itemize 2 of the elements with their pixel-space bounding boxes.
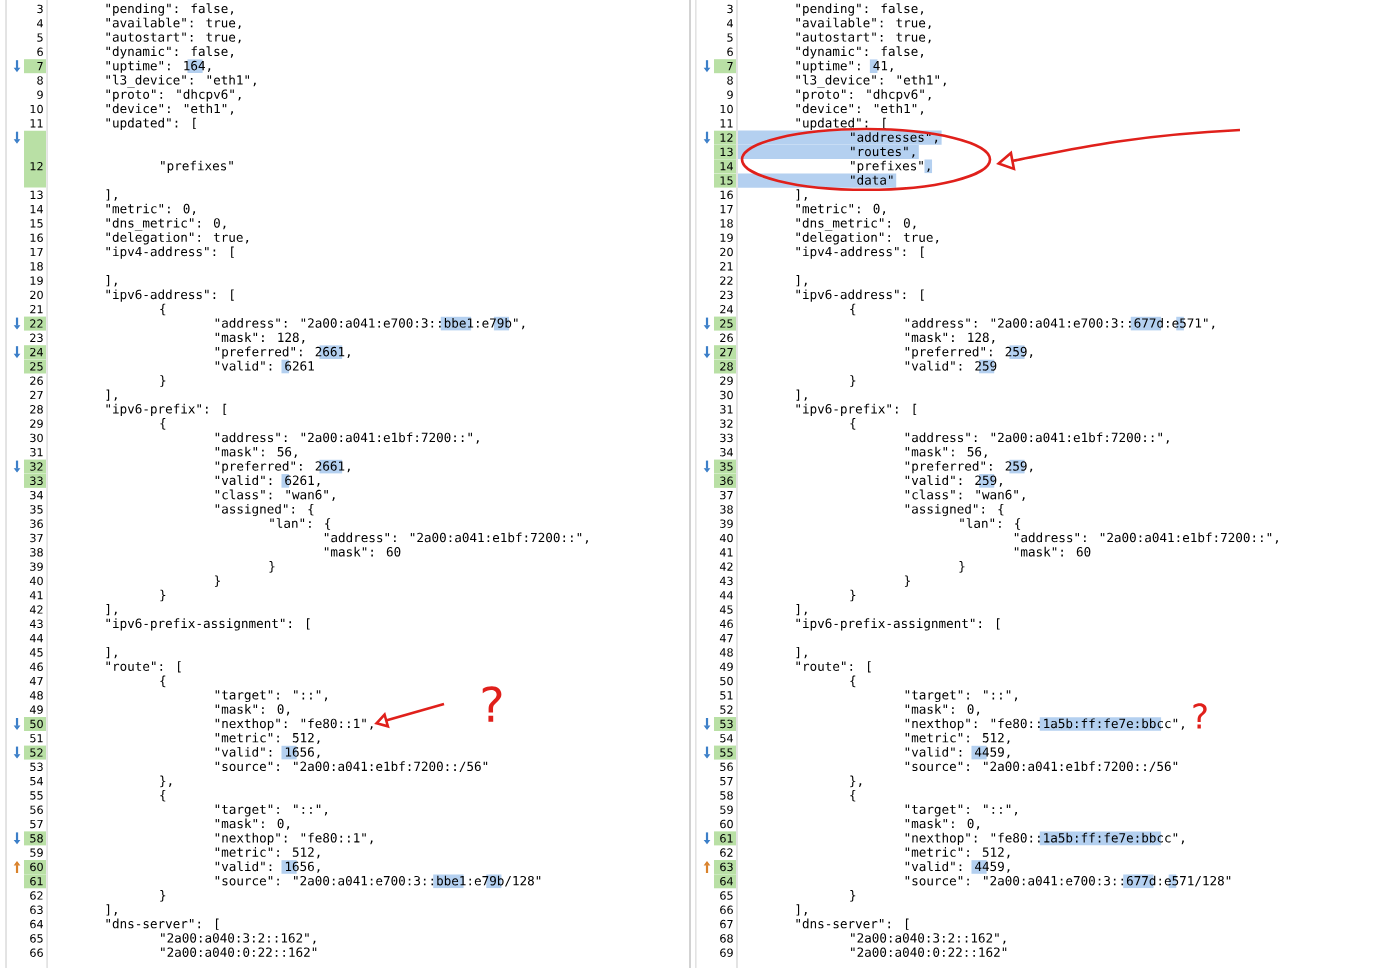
question-mark: ? [482, 686, 502, 722]
question-mark: ? [1193, 703, 1207, 729]
